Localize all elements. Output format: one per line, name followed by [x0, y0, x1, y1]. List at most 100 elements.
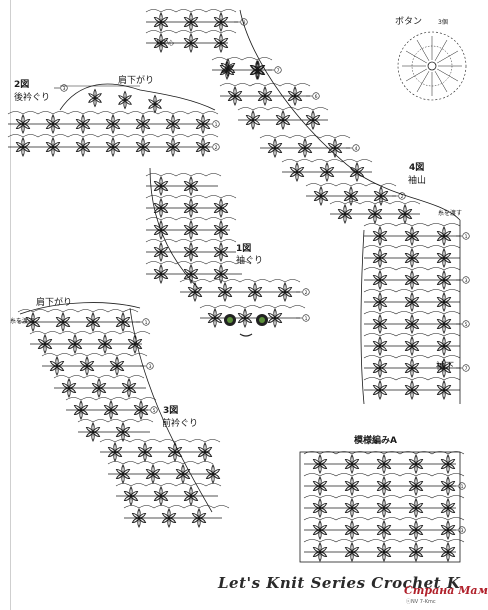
- chain-arc: [379, 289, 397, 293]
- chain-arc: [411, 333, 429, 337]
- svg-text:4: 4: [355, 146, 358, 152]
- chain-arc: [174, 439, 191, 443]
- flower-motif: [376, 542, 392, 562]
- chain-arc: [303, 539, 321, 543]
- chain-arc: [350, 183, 367, 187]
- chain-arc: [379, 377, 397, 381]
- fig3-front-neck-label: 前衿ぐり: [162, 419, 199, 429]
- chain-arc: [447, 539, 465, 543]
- chain-arc: [259, 305, 276, 309]
- chain-arc: [7, 111, 24, 115]
- chain-arc: [443, 223, 461, 227]
- flower-motif: [313, 186, 329, 206]
- flower-motif: [105, 114, 121, 134]
- flower-motif: [312, 542, 328, 562]
- flower-motif: [123, 486, 139, 506]
- flower-motif: [85, 312, 101, 332]
- chain-arc: [415, 539, 433, 543]
- chain-arc: [182, 461, 199, 465]
- flower-motif: [404, 380, 420, 400]
- svg-text:7: 7: [277, 68, 280, 74]
- row-number: 3: [54, 84, 68, 92]
- svg-text:1: 1: [465, 234, 468, 240]
- chain-arc: [431, 495, 449, 499]
- chain-arc: [344, 201, 361, 205]
- row-number: 4: [346, 144, 360, 152]
- row-number: 6: [306, 92, 320, 100]
- flower-motif: [312, 498, 328, 518]
- flower-motif: [287, 86, 303, 106]
- chain-arc: [399, 539, 417, 543]
- chain-arc: [67, 134, 84, 138]
- chain-arc: [244, 305, 261, 309]
- fig2-shoulder-label: 肩下がり: [118, 76, 155, 86]
- chain-arc: [264, 83, 281, 87]
- chain-arc: [160, 30, 177, 34]
- flower-motif: [440, 542, 456, 562]
- flower-motif: [187, 282, 203, 302]
- svg-text:5: 5: [465, 322, 468, 328]
- chain-arc: [267, 107, 284, 111]
- pattern-a-title: 模様編みA: [354, 436, 397, 446]
- flower-motif: [440, 476, 456, 496]
- chain-arc: [83, 375, 100, 379]
- flower-motif: [436, 270, 452, 290]
- chain-arc: [241, 57, 258, 61]
- button-count: 3個: [438, 19, 448, 26]
- flower-motif: [289, 162, 305, 182]
- cat-mouth: [239, 333, 253, 337]
- chain-arc: [104, 331, 121, 335]
- flower-motif: [267, 138, 283, 158]
- chain-arc: [77, 309, 94, 313]
- flower-motif: [372, 270, 388, 290]
- chain-arc: [359, 201, 376, 205]
- chain-arc: [443, 311, 461, 315]
- flower-motif: [440, 454, 456, 474]
- fig4-start-label: 糸を渡す: [438, 210, 463, 217]
- fig2-back-neck-label: 後衿ぐり: [14, 93, 51, 103]
- chain-arc: [379, 267, 397, 271]
- chain-arc: [160, 261, 177, 265]
- chain-arc: [220, 30, 237, 34]
- flower-motif: [153, 242, 169, 262]
- chain-arc: [379, 245, 397, 249]
- chain-arc: [37, 134, 54, 138]
- flower-motif: [372, 248, 388, 268]
- cat-iris-left: [227, 317, 233, 323]
- chain-arc: [123, 505, 140, 509]
- button-centre: [427, 61, 437, 71]
- row-number: 1: [206, 120, 220, 128]
- row-number: 7: [456, 364, 470, 372]
- chain-arc: [175, 173, 192, 177]
- chain-arc: [190, 195, 207, 199]
- chain-arc: [168, 505, 185, 509]
- svg-text:6: 6: [315, 94, 318, 100]
- chain-arc: [190, 217, 207, 221]
- chain-arc: [379, 333, 397, 337]
- chain-arc: [319, 473, 337, 477]
- chain-arc: [404, 201, 421, 205]
- chain-arc: [415, 517, 433, 521]
- outline-curve: [59, 83, 216, 111]
- flower-motif: [440, 498, 456, 518]
- chain-arc: [189, 439, 206, 443]
- chain-arc: [305, 183, 322, 187]
- flower-motif: [312, 476, 328, 496]
- chain-arc: [142, 134, 159, 138]
- flower-motif: [205, 464, 221, 484]
- chain-arc: [367, 495, 385, 499]
- chain-arc: [86, 353, 103, 357]
- flower-motif: [277, 282, 293, 302]
- chain-arc: [112, 111, 129, 115]
- flower-motif: [153, 33, 169, 53]
- svg-text:3: 3: [461, 528, 464, 534]
- chain-arc: [119, 331, 136, 335]
- flower-motif: [75, 137, 91, 157]
- chain-arc: [395, 223, 413, 227]
- chain-arc: [194, 279, 211, 283]
- chain-arc: [329, 201, 346, 205]
- flower-motif: [153, 176, 169, 196]
- chain-arc: [145, 30, 162, 34]
- chain-arc: [395, 289, 413, 293]
- svg-text:1: 1: [145, 320, 148, 326]
